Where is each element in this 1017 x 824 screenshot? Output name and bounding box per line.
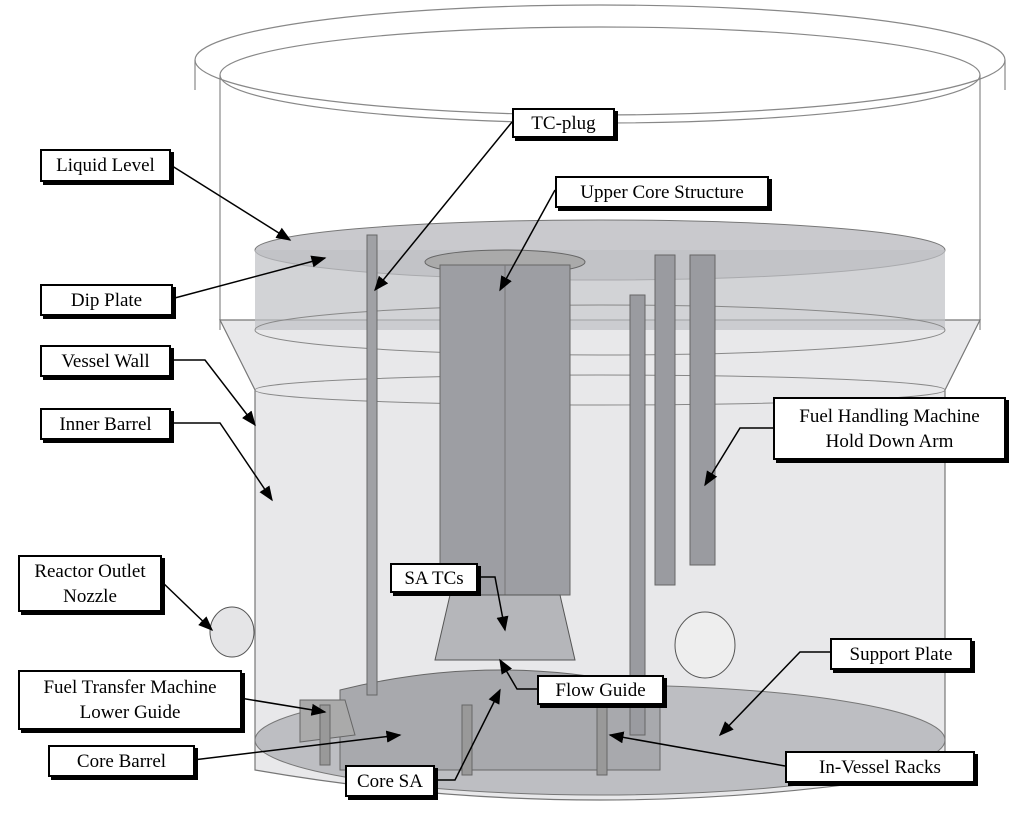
ftm-line1: Fuel Transfer Machine bbox=[43, 677, 217, 698]
label-tc-plug: TC-plug bbox=[512, 108, 615, 138]
label-flow-guide: Flow Guide bbox=[537, 675, 664, 705]
label-inner-barrel: Inner Barrel bbox=[40, 408, 171, 440]
leader-lines bbox=[159, 121, 830, 781]
ftm-line2: Lower Guide bbox=[79, 702, 181, 723]
label-core-sa: Core SA bbox=[345, 765, 435, 797]
nozzle-shape bbox=[674, 611, 736, 679]
label-upper-core-structure: Upper Core Structure bbox=[555, 176, 769, 208]
label-core-barrel: Core Barrel bbox=[48, 745, 195, 777]
label-sa-tcs: SA TCs bbox=[390, 563, 478, 593]
fhm-shape bbox=[629, 254, 716, 736]
fhm-line1: Fuel Handling Machine bbox=[799, 405, 980, 427]
label-fuel-handling-machine: Fuel Handling Machine Hold Down Arm bbox=[773, 397, 1006, 460]
label-support-plate: Support Plate bbox=[830, 638, 972, 670]
tc-plug-shape bbox=[366, 234, 378, 696]
fhm-line2: Hold Down Arm bbox=[825, 430, 954, 452]
outlet-nozzle-shape bbox=[209, 606, 255, 658]
ron-line2: Nozzle bbox=[63, 585, 117, 607]
label-fuel-transfer-machine: Fuel Transfer Machine Lower Guide bbox=[18, 670, 242, 730]
label-liquid-level: Liquid Level bbox=[40, 149, 171, 182]
ron-line1: Reactor Outlet bbox=[34, 560, 146, 582]
label-dip-plate: Dip Plate bbox=[40, 284, 173, 316]
upper-core-structure-shape bbox=[339, 249, 661, 771]
label-in-vessel-racks: In-Vessel Racks bbox=[785, 751, 975, 783]
label-reactor-outlet-nozzle: Reactor Outlet Nozzle bbox=[18, 555, 162, 612]
label-vessel-wall: Vessel Wall bbox=[40, 345, 171, 377]
